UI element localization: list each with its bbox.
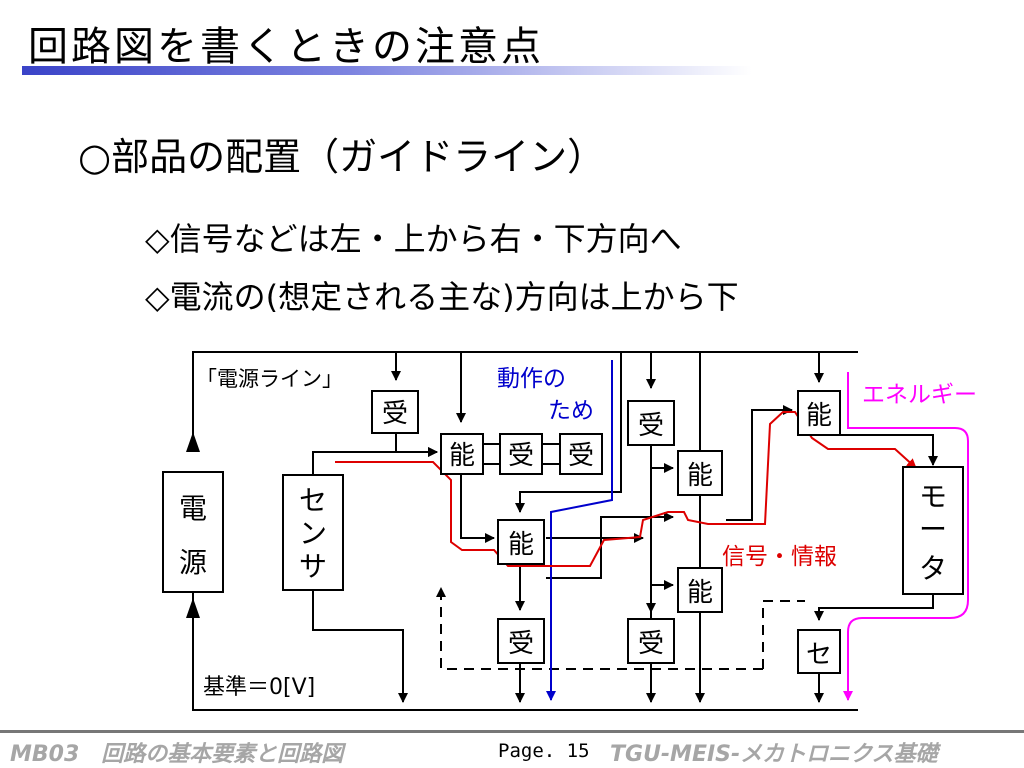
motor-block-label-1: モ bbox=[919, 480, 947, 513]
energy-note: エネルギー bbox=[862, 382, 977, 408]
footer-divider bbox=[0, 730, 1024, 733]
bullet-current-direction: ◇電流の(想定される主な)方向は上から下 bbox=[145, 278, 739, 316]
slide-title: 回路図を書くときの注意点 bbox=[28, 24, 544, 70]
no3-to-no5 bbox=[726, 405, 793, 521]
receive-label-4: 受 bbox=[638, 629, 664, 659]
receive-label-link-1: 受 bbox=[508, 441, 534, 471]
energy-flow-line bbox=[843, 372, 969, 701]
ground-label: 基準＝0[V] bbox=[203, 675, 315, 700]
dashed-feedback bbox=[436, 587, 763, 670]
rail-to-no2 bbox=[515, 352, 622, 513]
active-block-4 bbox=[677, 567, 723, 613]
se-label: セ bbox=[806, 640, 832, 670]
power-block-label-2: 源 bbox=[179, 546, 207, 579]
active-block-3 bbox=[677, 450, 723, 496]
ground-rail bbox=[192, 590, 858, 711]
receive-block-link-2 bbox=[559, 433, 603, 475]
operation-note-line-2: ため bbox=[548, 398, 594, 424]
operation-note-line-1: 動作の bbox=[497, 366, 566, 392]
no5-to-motor bbox=[819, 434, 938, 466]
sensor-block bbox=[282, 474, 344, 591]
active-block-1 bbox=[440, 433, 484, 475]
motor-to-se bbox=[814, 593, 934, 621]
sensor-block-label-2: ン bbox=[299, 517, 327, 550]
motor-block-label-2: ー bbox=[919, 513, 947, 546]
power-block-label-1: 電 bbox=[179, 492, 207, 525]
active-label-5: 能 bbox=[806, 401, 832, 431]
active-label-4: 能 bbox=[687, 578, 713, 608]
receive-block-2 bbox=[497, 618, 545, 664]
section-heading: ○部品の配置（ガイドライン） bbox=[78, 135, 606, 179]
receive-label-3: 受 bbox=[638, 411, 664, 441]
receive-label-2: 受 bbox=[508, 629, 534, 659]
dashed-feedback-2 bbox=[762, 600, 805, 669]
ju1-to-no1 bbox=[395, 431, 438, 457]
active-label-2: 能 bbox=[508, 530, 534, 560]
power-block bbox=[162, 471, 224, 593]
receive-label-link-2: 受 bbox=[568, 441, 594, 471]
active-block-2 bbox=[497, 519, 545, 565]
active-label-1: 能 bbox=[449, 441, 475, 471]
wiring bbox=[192, 351, 938, 711]
sensor-to-no1 bbox=[312, 447, 438, 475]
se-block bbox=[797, 629, 841, 674]
active-block-5 bbox=[797, 390, 841, 436]
power-arrow-up bbox=[186, 432, 200, 452]
receive-block-3 bbox=[627, 400, 675, 446]
bullet-signal-direction: ◇信号などは左・上から右・下方向へ bbox=[145, 220, 682, 258]
sensor-to-ground bbox=[312, 590, 408, 703]
footer-course-name: TGU-MEIS-メカトロニクス基礎 bbox=[610, 742, 938, 767]
ground-arrow-up bbox=[186, 598, 200, 618]
footer-page-number: Page. 15 bbox=[498, 740, 590, 762]
no1-to-no2 bbox=[460, 473, 495, 543]
signal-note: 信号・情報 bbox=[722, 544, 837, 570]
operation-flow-line bbox=[546, 360, 613, 701]
footer-course-title: MB03 回路の基本要素と回路図 bbox=[10, 742, 344, 767]
motor-block-label-3: タ bbox=[919, 552, 947, 585]
title-underline bbox=[22, 66, 752, 75]
active-label-3: 能 bbox=[687, 461, 713, 491]
receive-label-1: 受 bbox=[382, 399, 408, 429]
receive-block-link-1 bbox=[499, 433, 543, 475]
motor-block bbox=[902, 466, 964, 595]
sensor-block-label-3: サ bbox=[299, 550, 327, 583]
receive-block-1 bbox=[371, 390, 419, 434]
receive-block-4 bbox=[627, 618, 675, 664]
sensor-block-label-1: セ bbox=[299, 484, 327, 517]
power-line-label: 「電源ライン」 bbox=[196, 367, 343, 391]
power-rail bbox=[192, 351, 858, 450]
no2-to-no3 bbox=[546, 512, 674, 539]
